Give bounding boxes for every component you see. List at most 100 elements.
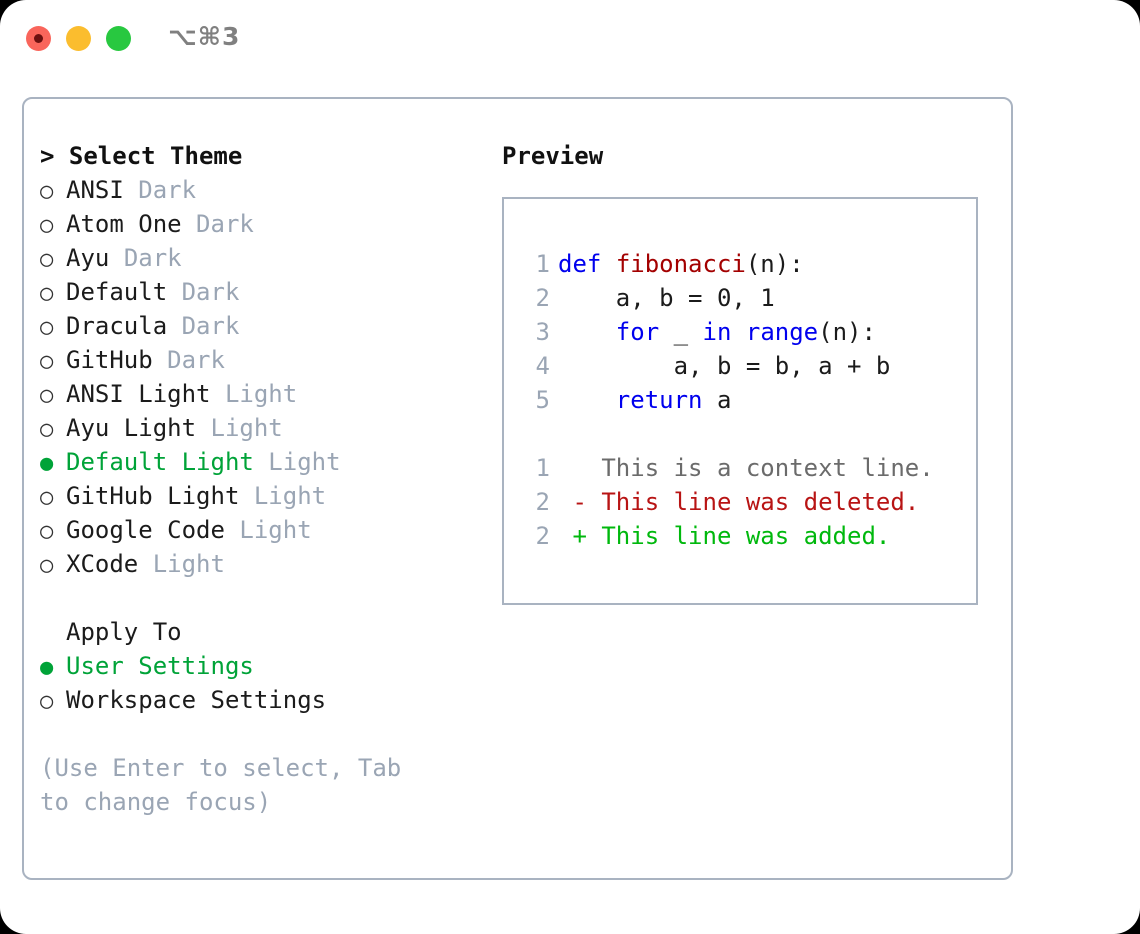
theme-label-gap bbox=[225, 516, 239, 544]
radio-unselected-icon[interactable]: ○ bbox=[40, 485, 54, 510]
diff-text: This line was added. bbox=[601, 522, 891, 550]
theme-variant: Light bbox=[210, 414, 283, 442]
radio-unselected-icon[interactable]: ○ bbox=[40, 281, 54, 306]
theme-label-gap bbox=[153, 346, 167, 374]
radio-unselected-icon[interactable]: ○ bbox=[40, 519, 54, 544]
diff-block: 1 This is a context line. 2 - This line w… bbox=[522, 451, 962, 553]
title-bar: ⌥⌘3 bbox=[0, 0, 1140, 78]
theme-list[interactable]: ○ANSI Dark○Atom One Dark○Ayu Dark○Defaul… bbox=[40, 173, 470, 581]
line-number: 1 bbox=[535, 454, 550, 482]
theme-variant: Light bbox=[239, 516, 312, 544]
theme-picker-panel: > Select Theme ○ANSI Dark○Atom One Dark○… bbox=[22, 97, 1013, 880]
apply-to-header: Apply To bbox=[40, 615, 470, 649]
maximize-window-button[interactable] bbox=[106, 26, 131, 51]
radio-unselected-icon[interactable]: ○ bbox=[40, 349, 54, 374]
theme-name: Ayu Light bbox=[66, 414, 197, 442]
line-number: 2 bbox=[535, 284, 550, 312]
diff-marker: + bbox=[558, 522, 602, 550]
theme-list-item[interactable]: ○Default Dark bbox=[40, 275, 470, 309]
apply-to-list[interactable]: ●User Settings ○ Workspace Settings bbox=[40, 649, 470, 717]
code-token: range bbox=[745, 318, 819, 346]
code-token: (n): bbox=[745, 250, 804, 278]
theme-variant: Dark bbox=[181, 312, 240, 340]
radio-selected-icon[interactable]: ● bbox=[40, 655, 54, 680]
theme-list-item[interactable]: ○Google Code Light bbox=[40, 513, 470, 547]
diff-marker bbox=[558, 454, 601, 482]
theme-list-item[interactable]: ○ANSI Light Light bbox=[40, 377, 470, 411]
code-token: def bbox=[558, 250, 602, 278]
theme-name: Ayu bbox=[66, 244, 110, 272]
radio-unselected-icon[interactable]: ○ bbox=[40, 315, 54, 340]
theme-name: GitHub Light bbox=[66, 482, 240, 510]
theme-label-gap bbox=[167, 278, 181, 306]
line-number: 2 bbox=[535, 522, 550, 550]
code-line: 2 a, b = 0, 1 bbox=[522, 281, 962, 315]
radio-unselected-icon[interactable]: ○ bbox=[40, 213, 54, 238]
theme-list-item[interactable]: ○ Ayu Light Light bbox=[40, 411, 470, 445]
code-diff-gap bbox=[522, 417, 962, 451]
theme-variant: Light bbox=[253, 482, 327, 510]
theme-name: ANSI Light bbox=[66, 380, 211, 408]
radio-unselected-icon[interactable]: ○ bbox=[40, 383, 54, 408]
radio-unselected-icon[interactable]: ○ bbox=[40, 247, 54, 272]
radio-unselected-icon[interactable]: ○ bbox=[40, 553, 54, 578]
theme-name: GitHub bbox=[66, 346, 153, 374]
theme-list-item[interactable]: ○ GitHub Light Light bbox=[40, 479, 470, 513]
theme-name: Dracula bbox=[66, 312, 168, 340]
radio-unselected-icon[interactable]: ○ bbox=[40, 689, 54, 714]
keyboard-hint: (Use Enter to select, Tab to change focu… bbox=[40, 754, 402, 816]
apply-to-group: Apply To ●User Settings ○ Workspace Settin… bbox=[40, 615, 470, 717]
theme-variant: Light bbox=[152, 550, 225, 578]
theme-list-item[interactable]: ● Default Light Light bbox=[40, 445, 470, 479]
code-line: 4 a, b = b, a + b bbox=[522, 349, 962, 383]
radio-selected-icon[interactable]: ● bbox=[40, 451, 54, 476]
theme-name: XCode bbox=[66, 550, 139, 578]
theme-label-gap bbox=[239, 482, 253, 510]
select-theme-header: > Select Theme bbox=[40, 142, 243, 170]
diff-marker: - bbox=[558, 488, 602, 516]
theme-list-item[interactable]: ○ XCode Light bbox=[40, 547, 470, 581]
theme-label-gap bbox=[109, 244, 123, 272]
apply-to-name: Workspace Settings bbox=[66, 686, 327, 714]
diff-line: 2 + This line was added. bbox=[522, 519, 962, 553]
line-number: 4 bbox=[535, 352, 550, 380]
apply-to-header-label: Apply To bbox=[66, 618, 182, 646]
radio-unselected-icon[interactable]: ○ bbox=[40, 179, 54, 204]
radio-unselected-icon[interactable]: ○ bbox=[40, 417, 54, 442]
list-spacer bbox=[40, 581, 470, 615]
theme-label-gap bbox=[124, 176, 138, 204]
diff-text: This is a context line. bbox=[601, 454, 934, 482]
theme-label-gap bbox=[211, 380, 225, 408]
code-token: _ bbox=[659, 318, 703, 346]
theme-variant: Light bbox=[268, 448, 341, 476]
diff-text: This line was deleted. bbox=[601, 488, 920, 516]
apply-to-item[interactable]: ○ Workspace Settings bbox=[40, 683, 470, 717]
minimize-window-button[interactable] bbox=[66, 26, 91, 51]
theme-label-gap bbox=[138, 550, 152, 578]
line-number: 2 bbox=[535, 488, 550, 516]
theme-list-item[interactable]: ○ Ayu Dark bbox=[40, 241, 470, 275]
theme-list-item[interactable]: ○ANSI Dark bbox=[40, 173, 470, 207]
code-token bbox=[558, 318, 616, 346]
apply-to-item[interactable]: ●User Settings bbox=[40, 649, 470, 683]
theme-list-item[interactable]: ○Atom One Dark bbox=[40, 207, 470, 241]
code-token: a, b = b, a + b bbox=[558, 352, 891, 380]
code-token: in bbox=[702, 318, 732, 346]
theme-label-gap bbox=[196, 414, 210, 442]
theme-list-item[interactable]: ○ Dracula Dark bbox=[40, 309, 470, 343]
theme-variant: Dark bbox=[196, 210, 254, 238]
theme-variant: Dark bbox=[167, 346, 225, 374]
theme-name: Default Light bbox=[66, 448, 254, 476]
theme-variant: Dark bbox=[123, 244, 182, 272]
theme-list-item[interactable]: ○ GitHub Dark bbox=[40, 343, 470, 377]
code-token: return bbox=[615, 386, 703, 414]
code-token: (n): bbox=[818, 318, 876, 346]
close-window-button[interactable] bbox=[26, 26, 51, 51]
code-token: fibonacci bbox=[615, 250, 746, 278]
diff-line: 1 This is a context line. bbox=[522, 451, 962, 485]
line-number: 3 bbox=[535, 318, 550, 346]
